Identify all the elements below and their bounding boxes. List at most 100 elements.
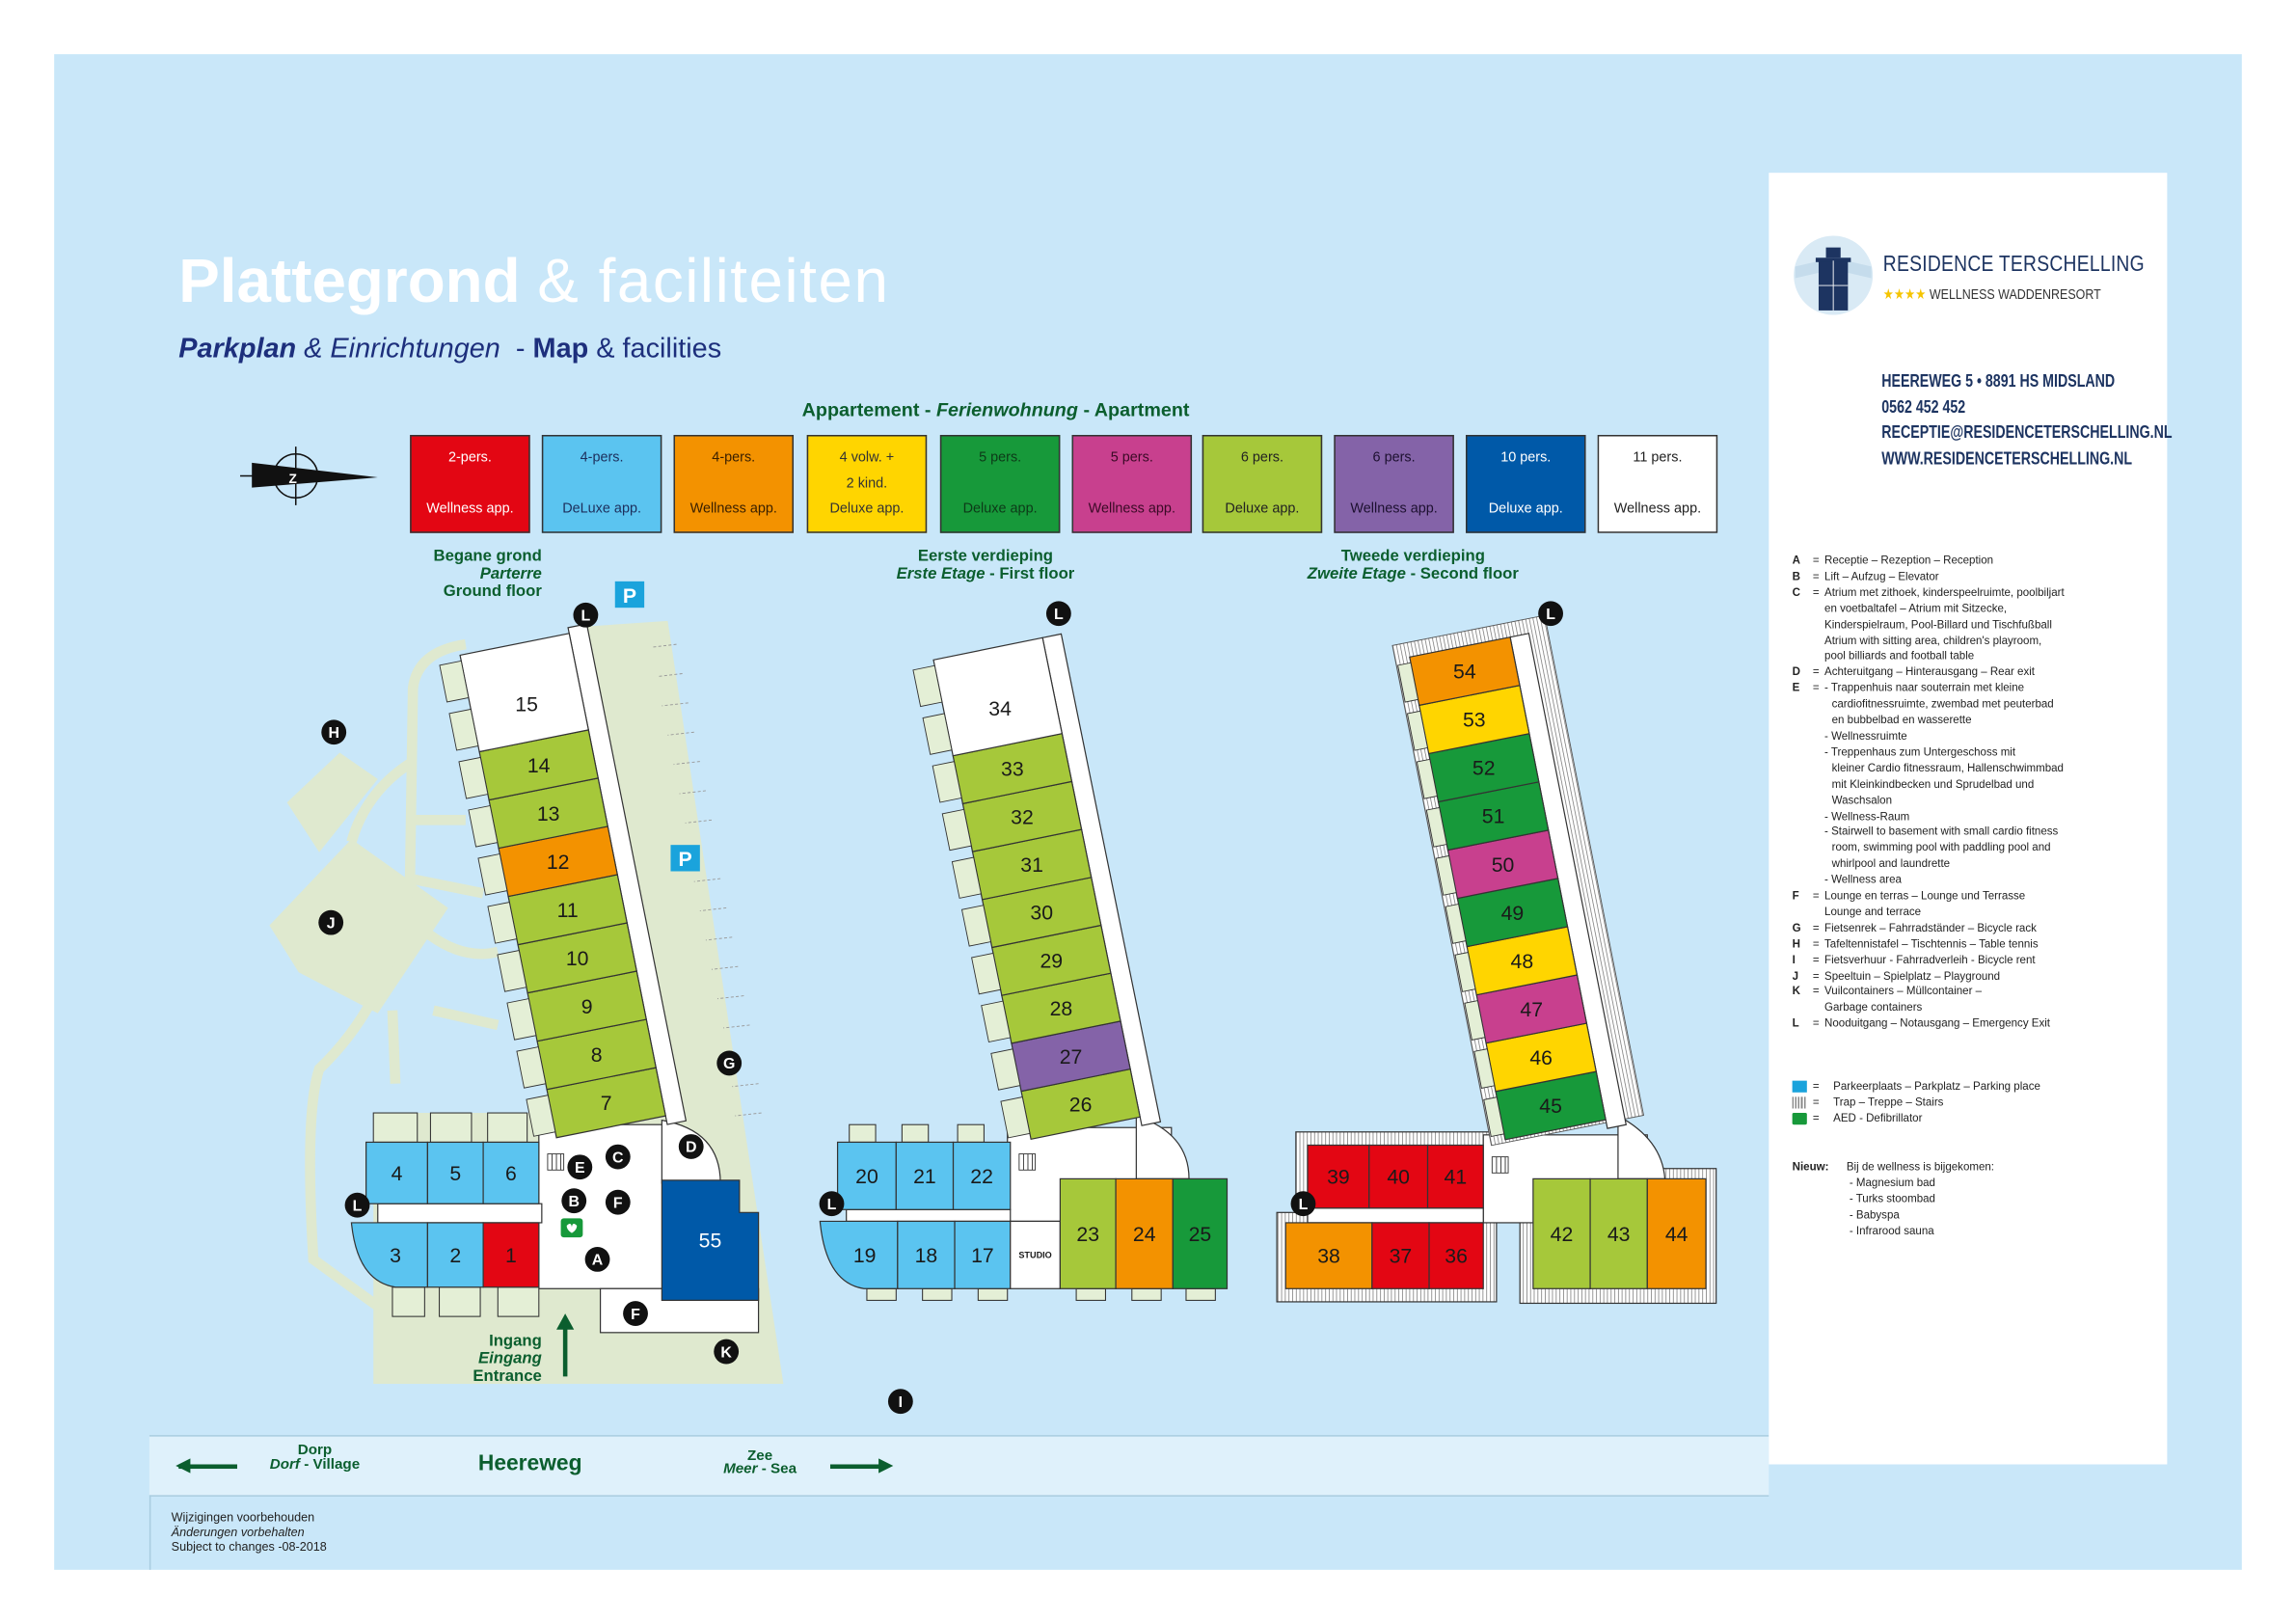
stairs-icon xyxy=(1792,1096,1807,1110)
apartment-unit-43[interactable] xyxy=(1589,1177,1648,1289)
apartment-unit-19[interactable] xyxy=(819,1220,899,1289)
apartment-unit-25[interactable] xyxy=(1172,1177,1229,1289)
apartment-unit-24[interactable] xyxy=(1115,1177,1174,1289)
marker-letter: I xyxy=(899,1394,903,1411)
apartment-unit-40[interactable] xyxy=(1368,1144,1429,1209)
first-corridor xyxy=(846,1208,1012,1223)
marker-k[interactable]: K xyxy=(714,1339,740,1365)
legend-swatch-label: 5 pers. xyxy=(1110,449,1153,466)
facility-key: H xyxy=(1792,936,1800,951)
marker-b[interactable]: B xyxy=(561,1188,587,1214)
facility-text: - Wellness-Raum xyxy=(1824,808,1910,823)
facility-equals: = xyxy=(1812,920,1820,934)
apartment-unit-37[interactable] xyxy=(1371,1222,1430,1289)
legend-swatch: 11 pers.Wellness app. xyxy=(1597,434,1718,533)
facility-text: Receptie – Rezeption – Reception xyxy=(1824,553,1994,567)
legend-swatch-label: 10 pers. xyxy=(1500,449,1552,466)
parking-label: P xyxy=(679,848,692,871)
marker-l[interactable]: L xyxy=(1290,1191,1316,1217)
facility-equals: = xyxy=(1812,888,1820,903)
floor-label-nl: Begane grond xyxy=(433,547,542,566)
unit-number: 17 xyxy=(971,1244,994,1267)
marker-f[interactable]: F xyxy=(605,1189,631,1215)
apartment-unit-2[interactable] xyxy=(426,1222,484,1288)
apartment-unit-55[interactable] xyxy=(661,1179,760,1302)
symbol-item: =AED - Defibrillator xyxy=(1792,1111,2040,1127)
facility-key: L xyxy=(1792,1016,1799,1030)
marker-i[interactable]: I xyxy=(887,1389,913,1415)
apartment-unit-4[interactable] xyxy=(365,1141,429,1204)
unit-number: 46 xyxy=(1529,1046,1553,1069)
apartment-unit-23[interactable] xyxy=(1059,1177,1117,1289)
marker-l[interactable]: L xyxy=(573,602,599,628)
apartment-unit-21[interactable] xyxy=(895,1141,955,1210)
marker-a[interactable]: A xyxy=(584,1246,610,1272)
legend-swatch: 5 pers. Wellness app. xyxy=(1071,434,1193,533)
lighthouse-logo-icon xyxy=(1794,235,1874,315)
marker-c[interactable]: C xyxy=(605,1144,631,1170)
facility-equals: = xyxy=(1812,953,1820,966)
legend-swatch-label: 2-pers. xyxy=(447,449,492,466)
marker-f[interactable]: F xyxy=(623,1301,648,1326)
apartment-unit-36[interactable] xyxy=(1428,1222,1484,1289)
balcony xyxy=(497,950,527,992)
marker-e[interactable]: E xyxy=(567,1154,593,1180)
facility-key: I xyxy=(1792,953,1796,966)
apartment-unit-22[interactable] xyxy=(952,1141,1012,1210)
facility-text: Atrium with sitting area, children's pla… xyxy=(1824,633,2042,647)
apartment-unit-18[interactable] xyxy=(897,1220,956,1289)
floor-label-nl: Eerste verdieping xyxy=(917,547,1054,566)
marker-l[interactable]: L xyxy=(1538,601,1563,627)
symbol-equals: = xyxy=(1812,1079,1820,1093)
balcony xyxy=(941,808,972,852)
marker-g[interactable]: G xyxy=(716,1050,743,1076)
apartment-unit-1[interactable] xyxy=(482,1222,540,1288)
unit-number: 32 xyxy=(1011,805,1034,828)
table-tennis-area xyxy=(286,752,378,852)
parking-icon[interactable]: P xyxy=(614,581,645,609)
heading-en: - Apartment xyxy=(1083,398,1190,420)
apartment-unit-41[interactable] xyxy=(1426,1144,1484,1209)
marker-l[interactable]: L xyxy=(344,1192,370,1218)
symbol-text: Trap – Treppe – Stairs xyxy=(1833,1095,1944,1109)
legend-swatch-label: 4-pers. xyxy=(580,449,624,466)
unit-number: 28 xyxy=(1050,997,1073,1020)
balcony xyxy=(448,708,479,751)
contact-email[interactable]: RECEPTIE@RESIDENCETERSCHELLING.NL xyxy=(1881,421,2173,443)
facility-key: E xyxy=(1792,681,1800,695)
marker-letter: F xyxy=(613,1195,623,1211)
apartment-unit-STUDIO[interactable] xyxy=(1010,1220,1061,1289)
apartment-unit-6[interactable] xyxy=(482,1141,540,1204)
brand-tagline: ★★★★ WELLNESS WADDENRESORT xyxy=(1883,287,2101,304)
parking-icon[interactable]: P xyxy=(670,845,700,872)
facility-key: K xyxy=(1792,985,1800,998)
entrance-de: Eingang xyxy=(477,1350,542,1368)
apartment-unit-5[interactable] xyxy=(426,1141,484,1204)
contact-phone[interactable]: 0562 452 452 xyxy=(1881,395,1966,418)
facility-text: Achteruitgang – Hinterausgang – Rear exi… xyxy=(1824,664,2035,679)
marker-h[interactable]: H xyxy=(321,719,347,745)
apartment-unit-15[interactable] xyxy=(459,633,589,753)
legend-swatch-label: Wellness app. xyxy=(1088,500,1175,518)
apartment-unit-20[interactable] xyxy=(836,1141,897,1210)
unit-number: 3 xyxy=(390,1244,401,1267)
apartment-unit-39[interactable] xyxy=(1307,1144,1370,1209)
unit-number: 25 xyxy=(1189,1223,1212,1246)
apartment-unit-44[interactable] xyxy=(1646,1177,1707,1289)
info-panel xyxy=(1769,173,2168,1465)
marker-j[interactable]: J xyxy=(318,909,344,935)
marker-l[interactable]: L xyxy=(1045,601,1071,627)
unit-number: 52 xyxy=(1472,757,1496,780)
unit-number: 14 xyxy=(527,754,551,777)
facility-text: pool billiards and football table xyxy=(1824,649,1975,663)
marker-d[interactable]: D xyxy=(678,1134,704,1159)
facility-text: Tafeltennistafel – Tischtennis – Table t… xyxy=(1824,936,2039,951)
contact-website[interactable]: WWW.RESIDENCETERSCHELLING.NL xyxy=(1881,446,2133,469)
apartment-unit-34[interactable] xyxy=(932,636,1064,757)
apartment-unit-3[interactable] xyxy=(350,1222,429,1288)
marker-l[interactable]: L xyxy=(819,1191,845,1217)
apartment-unit-38[interactable] xyxy=(1284,1222,1373,1289)
